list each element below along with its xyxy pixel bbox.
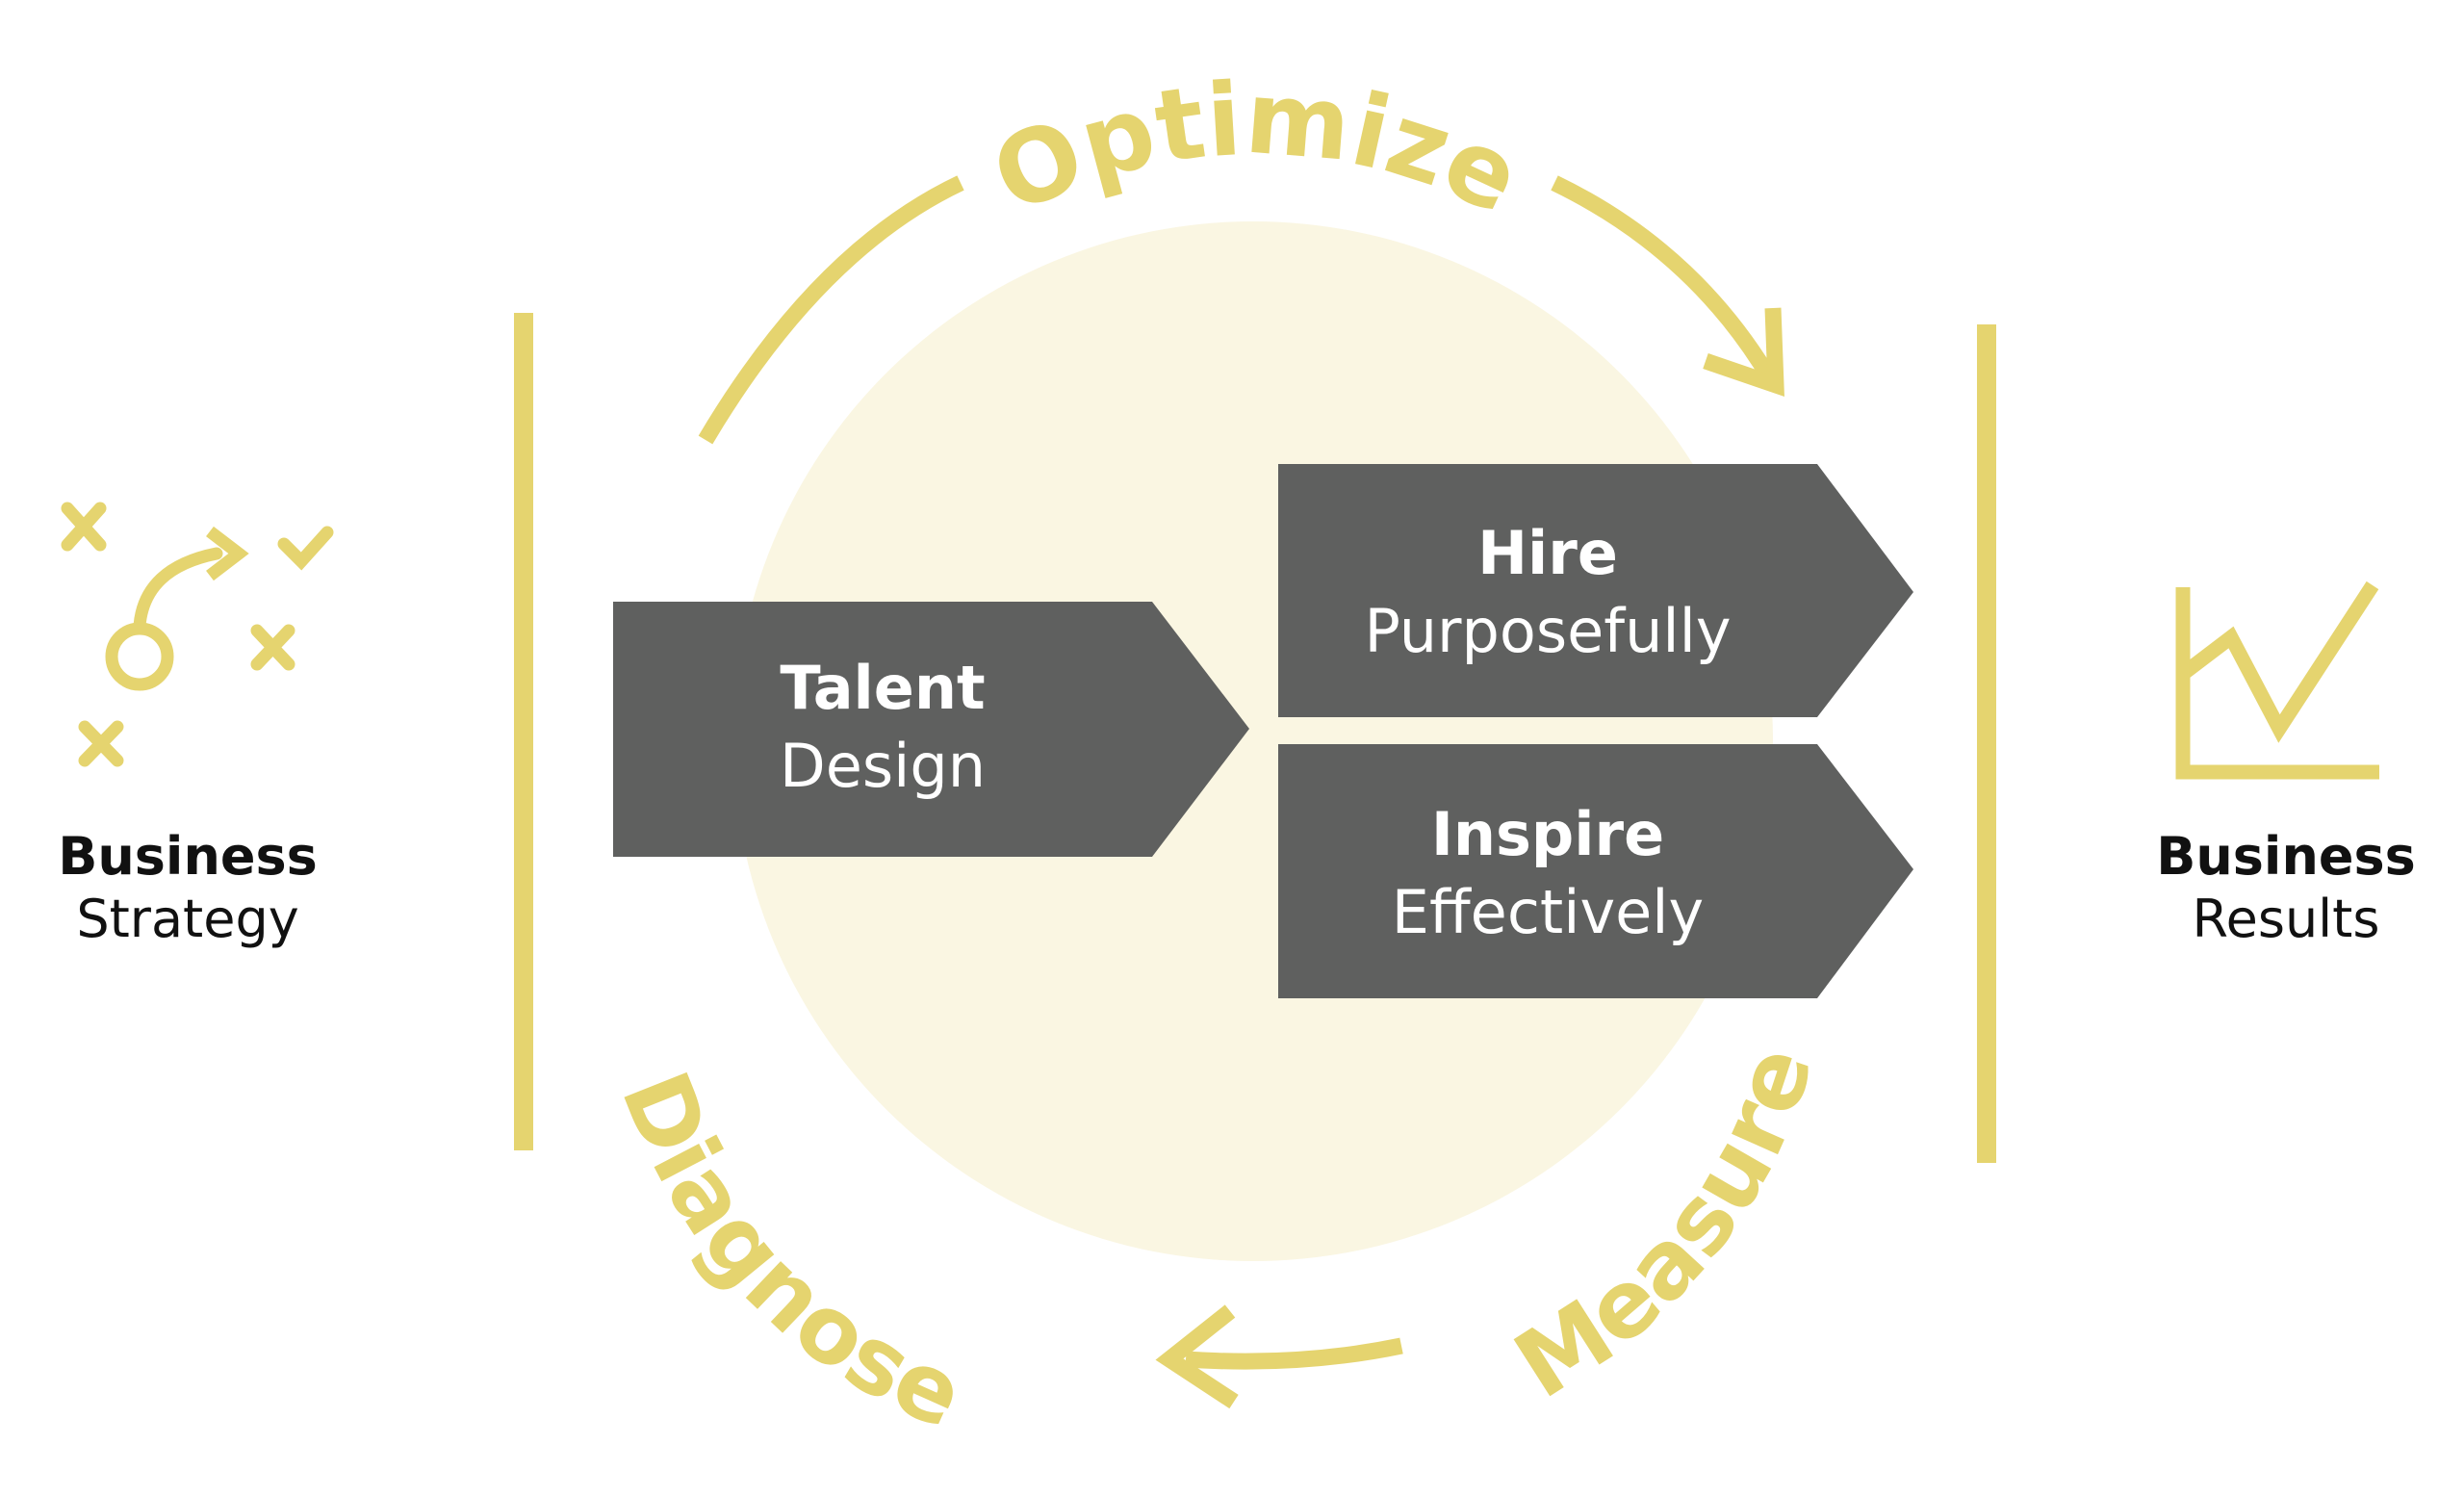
inspire-effectively-text: Inspire Effectively (1278, 796, 1817, 951)
talent-design-text: Talent Design (613, 650, 1152, 805)
optimize-label: Optimize (976, 59, 1537, 237)
top-arrow-head-icon (1703, 307, 1784, 398)
talent-subtitle: Design (779, 730, 987, 801)
hire-subtitle: Purposefully (1364, 595, 1732, 666)
bottom-arc (1185, 1337, 1403, 1370)
strategy-play-icon (61, 502, 334, 767)
inspire-title: Inspire (1430, 799, 1665, 869)
hire-purposefully-text: Hire Purposefully (1278, 515, 1817, 670)
business-results-title: Business (2156, 826, 2416, 887)
business-strategy-title: Business (58, 826, 318, 887)
talent-design-box (613, 602, 1249, 857)
business-results-label: Business Results (2127, 826, 2445, 951)
hire-title: Hire (1477, 518, 1618, 588)
bottom-arrow-head-icon (1155, 1304, 1239, 1409)
top-left-arc (698, 175, 964, 445)
line-chart-icon (2175, 580, 2379, 780)
hire-purposefully-box (1278, 464, 1913, 717)
business-strategy-label: Business Strategy (29, 826, 346, 951)
talent-title: Talent (780, 653, 986, 723)
business-results-subtitle: Results (2192, 888, 2380, 949)
business-strategy-subtitle: Strategy (76, 888, 299, 949)
inspire-effectively-box (1278, 744, 1913, 998)
top-right-arc (1551, 175, 1779, 385)
inspire-subtitle: Effectively (1391, 876, 1705, 947)
